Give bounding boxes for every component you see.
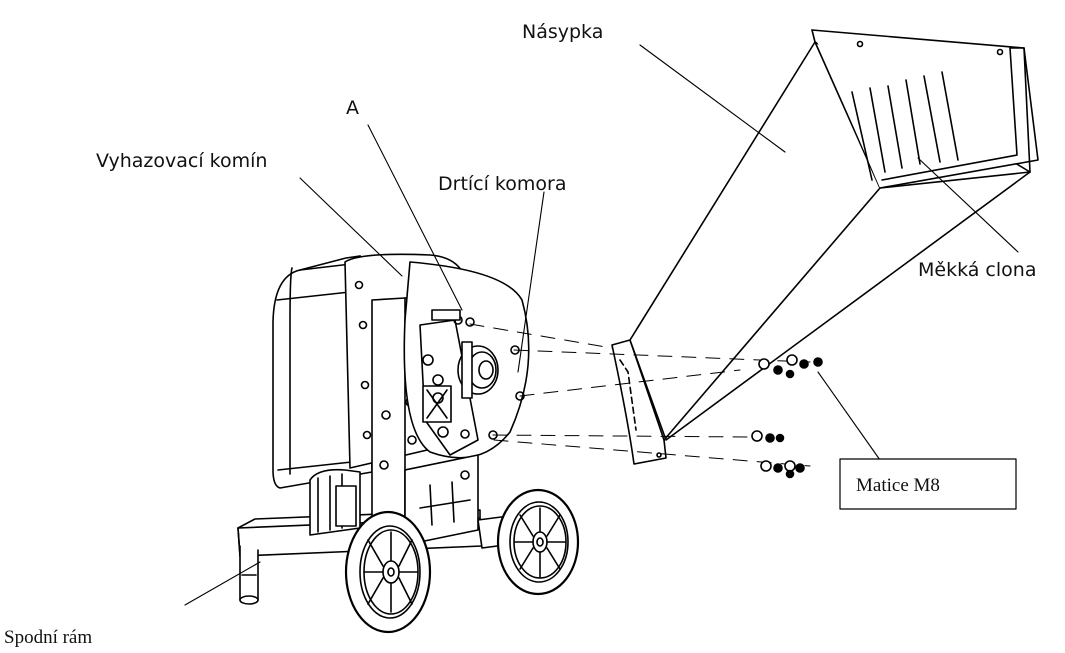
nuts-washers: [751, 354, 823, 479]
label-crushing-chamber: Drtící komora: [438, 173, 566, 195]
right-wheel: [496, 488, 580, 596]
label-nut: Matice M8: [856, 475, 940, 496]
crushing-chamber: [403, 261, 530, 459]
hopper: [611, 29, 1039, 465]
left-wheel: [344, 510, 432, 634]
label-soft-flap: Měkká clona: [918, 259, 1036, 281]
label-part-a: A: [346, 97, 359, 119]
label-discharge-chute: Vyhazovací komín: [96, 150, 267, 172]
nut-label-box: [839, 458, 1017, 510]
lower-base: [309, 454, 479, 546]
label-bottom-frame: Spodní rám: [4, 627, 92, 648]
label-hopper: Násypka: [522, 21, 603, 43]
leader-lines: [184, 44, 1019, 606]
